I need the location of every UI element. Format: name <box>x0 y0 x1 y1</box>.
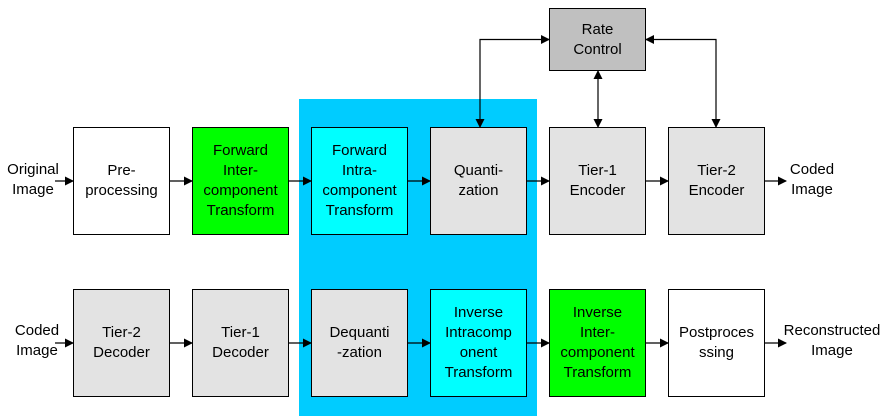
postprocessing-block: Postproces ssing <box>668 289 765 397</box>
forward-intracomponent-transform-block-label-line: Intra- <box>341 162 377 179</box>
tier1-encoder-block-label-line: Encoder <box>569 182 626 199</box>
inverse-intracomponent-transform-block-label-line: Intracomp <box>445 324 512 341</box>
tier1-decoder-block-label-line: Decoder <box>212 344 269 361</box>
forward-intercomponent-transform-block-label-line: component <box>203 182 278 199</box>
encoder-input-label-line: Image <box>12 181 54 198</box>
forward-intercomponent-transform-block-label-line: Inter- <box>222 162 258 179</box>
inverse-intercomponent-transform-block-label-line: Inter- <box>579 324 615 341</box>
encoder-output-label-line: Image <box>791 181 833 198</box>
forward-intercomponent-transform-block-label-line: Transform <box>206 202 275 219</box>
decoder-input-label-line: Image <box>16 342 58 359</box>
postprocessing-block-label-line: Postproces <box>678 324 755 341</box>
dequantization-block-label-line: -zation <box>336 344 382 361</box>
rate-control-block-label-line: Control <box>573 40 622 58</box>
preprocessing-block: Pre-processing <box>73 127 170 235</box>
encoder-output-label-line: Coded <box>789 161 835 178</box>
arrow-rate-control-quantization <box>475 35 550 128</box>
tier2-decoder-block-label-line: Tier-2 <box>102 324 141 341</box>
forward-intracomponent-transform-block-label-line: component <box>322 182 397 199</box>
arrow-rate-control-tier2-encoder <box>645 35 721 128</box>
decoder-output-label-line: Reconstructed <box>783 322 881 339</box>
tier2-encoder-block-label-line: Encoder <box>688 182 745 199</box>
inverse-intercomponent-transform-block-label-line: component <box>560 344 635 361</box>
tier1-decoder-block-label-line: Tier-1 <box>221 324 260 341</box>
dequantization-block: Dequanti -zation <box>311 289 408 397</box>
preprocessing-block-label-line: processing <box>85 182 158 199</box>
postprocessing-block-label-line: ssing <box>698 344 734 361</box>
inverse-intercomponent-transform-block-label-line: Transform <box>563 364 632 381</box>
forward-intracomponent-transform-block-label-line: Transform <box>325 202 394 219</box>
forward-intercomponent-transform-block-label-line: Forward <box>212 142 268 159</box>
tier1-encoder-block-label-line: Tier-1 <box>578 162 617 179</box>
forward-intracomponent-transform-block-label-line: Forward <box>331 142 387 159</box>
encoder-input-label-line: Original <box>7 161 59 178</box>
tier2-encoder-block-label-line: Tier-2 <box>697 162 736 179</box>
quantization-block-label-line: zation <box>458 182 499 199</box>
inverse-intracomponent-transform-block-label-line: onent <box>459 344 498 361</box>
quantization-block-label-line: Quanti- <box>453 162 504 179</box>
inverse-intracomponent-transform-block-label-line: Inverse <box>453 304 504 321</box>
quantization-block: Quanti-zation <box>430 127 527 235</box>
rate-control-block-label-line: Rate <box>581 20 614 38</box>
tier2-decoder-block-label-line: Decoder <box>93 344 150 361</box>
inverse-intercomponent-transform-block-label-line: Inverse <box>572 304 623 321</box>
preprocessing-block-label-line: Pre- <box>107 162 136 179</box>
dequantization-block-label-line: Dequanti <box>329 324 390 341</box>
decoder-input-label-line: Coded <box>14 322 60 339</box>
decoder-output-label-line: Image <box>811 342 853 359</box>
inverse-intracomponent-transform-block-label-line: Transform <box>444 364 513 381</box>
